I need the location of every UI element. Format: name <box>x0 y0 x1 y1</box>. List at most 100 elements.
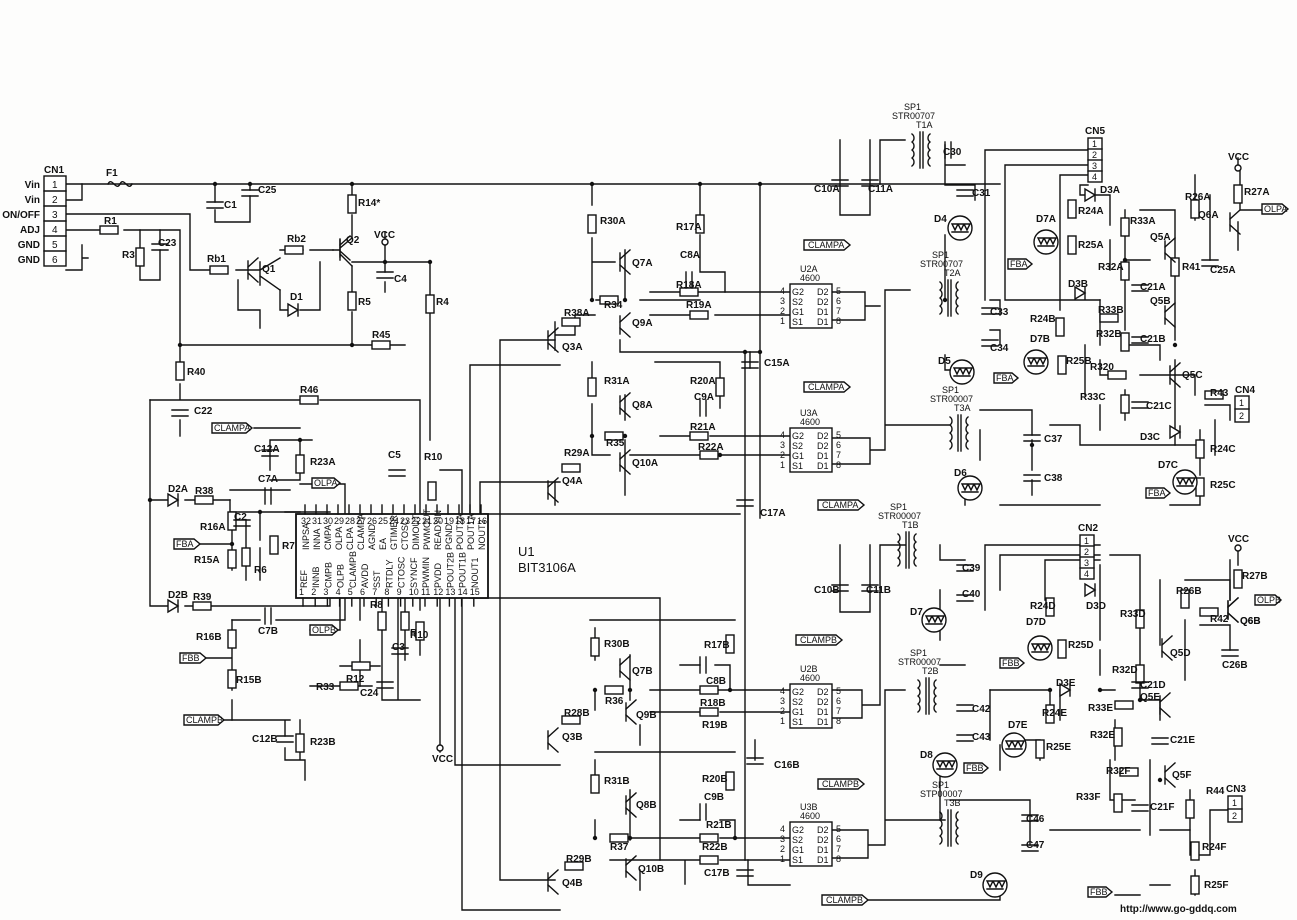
designator: R30A <box>600 216 626 227</box>
ic-pin-label: INNB <box>311 566 321 588</box>
resistor-r320: R320 <box>1090 362 1127 380</box>
driver-pin-left: S1 <box>792 855 803 865</box>
ic-pin-number: 25 <box>378 516 388 526</box>
driver-pin-number: 6 <box>836 696 841 706</box>
designator: Q5C <box>1182 370 1203 381</box>
resistor-rb2: Rb2 <box>284 234 306 255</box>
designator: Q6A <box>1198 210 1219 221</box>
driver-pin-left: G1 <box>792 707 804 717</box>
designator: Q10A <box>632 458 658 469</box>
svg-text:OLPA: OLPA <box>314 478 337 488</box>
ic-pin-number: 13 <box>445 587 455 597</box>
ic-u1: U1 BIT3106A 32INPSA31INNA30CMPA29OLPA28C… <box>295 504 576 607</box>
capacitor-c17a: C17A <box>736 499 786 519</box>
driver-pin-number: 4 <box>780 824 785 834</box>
resistor-r22b: R22B <box>699 842 728 865</box>
driver-pin-left: S1 <box>792 461 803 471</box>
designator: R24B <box>1030 314 1056 325</box>
designator: C21A <box>1140 282 1166 293</box>
svg-text:FBA: FBA <box>996 373 1014 383</box>
svg-text:CLAMPB: CLAMPB <box>186 715 223 725</box>
capacitor-c12b: C12B <box>252 734 294 745</box>
designator: C38 <box>1044 473 1063 484</box>
transistor-q10a: Q10A <box>619 449 658 475</box>
driver-pin-number: 7 <box>836 306 841 316</box>
designator: R33C <box>1080 392 1106 403</box>
designator: C16B <box>774 760 800 771</box>
resistor-r26b: R26B <box>1176 586 1202 609</box>
resistor-r34: R34 <box>599 295 623 311</box>
diode-d2b: D2B <box>167 590 188 614</box>
capacitor-c22: C22 <box>171 406 213 417</box>
designator: C21E <box>1170 735 1195 746</box>
driver-pin-right: D2 <box>817 687 829 697</box>
resistor-r17b: R17B <box>704 634 735 654</box>
designator: R4 <box>436 297 449 308</box>
ic-pin-label: CMPA <box>323 525 333 550</box>
designator: R33E <box>1088 703 1113 714</box>
resistor-r19a: R19A <box>686 300 712 320</box>
transistor-q5b: Q5B <box>1150 296 1176 328</box>
ic-pin-label: OLPB <box>336 564 346 588</box>
designator: R34 <box>604 300 623 311</box>
ic-pin-label: GTIMER <box>389 515 399 550</box>
ic-pin-number: 23 <box>400 516 410 526</box>
cn4-pin: 1 <box>1239 398 1244 408</box>
driver-pin-right: D1 <box>817 317 829 327</box>
transistor-q8b: Q8B <box>625 792 657 818</box>
flag-fba: FBA <box>993 372 1020 384</box>
svg-text:CLAMPB: CLAMPB <box>826 895 863 905</box>
flag-clampb: CLAMPB <box>821 894 870 906</box>
resistor-r5: R5 <box>347 291 371 311</box>
designator: Q5B <box>1150 296 1171 307</box>
transformer-part: STR00007 <box>878 511 921 521</box>
designator: R33B <box>1098 305 1124 316</box>
ic-pin-label: NOUT2 <box>477 519 487 550</box>
ic-pin-label: SYNCF <box>409 557 419 588</box>
resistor-r42: R42 <box>1199 607 1229 625</box>
resistor-r10: R10 <box>424 452 443 501</box>
ic-pin-label: CLAMPB <box>348 551 358 588</box>
resistor-r27b: R27B <box>1233 569 1268 589</box>
driver-pin-number: 6 <box>836 834 841 844</box>
ic-pin-label: DIMOUT <box>411 514 421 550</box>
designator: R20B <box>702 774 728 785</box>
flag-fbb: FBB <box>179 652 208 664</box>
resistor-r23b: R23B <box>295 733 336 753</box>
driver-pin-right: D1 <box>817 307 829 317</box>
resistor-r21a: R21A <box>689 422 716 441</box>
designator: R39 <box>193 592 212 603</box>
ic-pin-label: POUT2A <box>455 514 465 550</box>
capacitor-c1: C1 <box>206 200 237 211</box>
designator: R32D <box>1112 665 1138 676</box>
transistor-q5d: Q5D <box>1161 635 1191 661</box>
flag-fbb: FBB <box>1087 886 1114 898</box>
flag-clampa: CLAMPA <box>211 422 254 434</box>
driver-ref: U2A <box>800 264 818 274</box>
resistor-r32f: R32F <box>1106 766 1139 777</box>
resistor-r24e: R24E <box>1042 704 1067 724</box>
resistor-r35: R35 <box>604 431 625 449</box>
designator: C10A <box>814 184 840 195</box>
cn2-pin: 1 <box>1084 536 1089 546</box>
designator: D2B <box>168 590 188 601</box>
svg-text:CLAMPA: CLAMPA <box>808 240 844 250</box>
driver-pin-left: S2 <box>792 835 803 845</box>
ic-pin-number: 21 <box>422 516 432 526</box>
capacitor-c15a: C15A <box>741 358 790 369</box>
designator: R31A <box>604 376 630 387</box>
driver-pin-left: G1 <box>792 845 804 855</box>
designator: R25E <box>1046 742 1071 753</box>
transformer-spec: SP1 <box>910 648 927 658</box>
ic-pin-number: 29 <box>334 516 344 526</box>
resistor-r24f: R24F <box>1190 841 1226 861</box>
designator: Q10B <box>638 864 664 875</box>
resistor-r30b: R30B <box>590 637 630 657</box>
designator: R22B <box>702 842 728 853</box>
ic-bottom-pins: 1REF2INNB3CMPB4OLPB5CLAMPB6AVDD7SST8RTDL… <box>299 551 480 607</box>
capacitor-c21c: C21C <box>1131 401 1172 412</box>
transformer-ref: T2A <box>944 268 961 278</box>
designator: R35 <box>606 438 625 449</box>
